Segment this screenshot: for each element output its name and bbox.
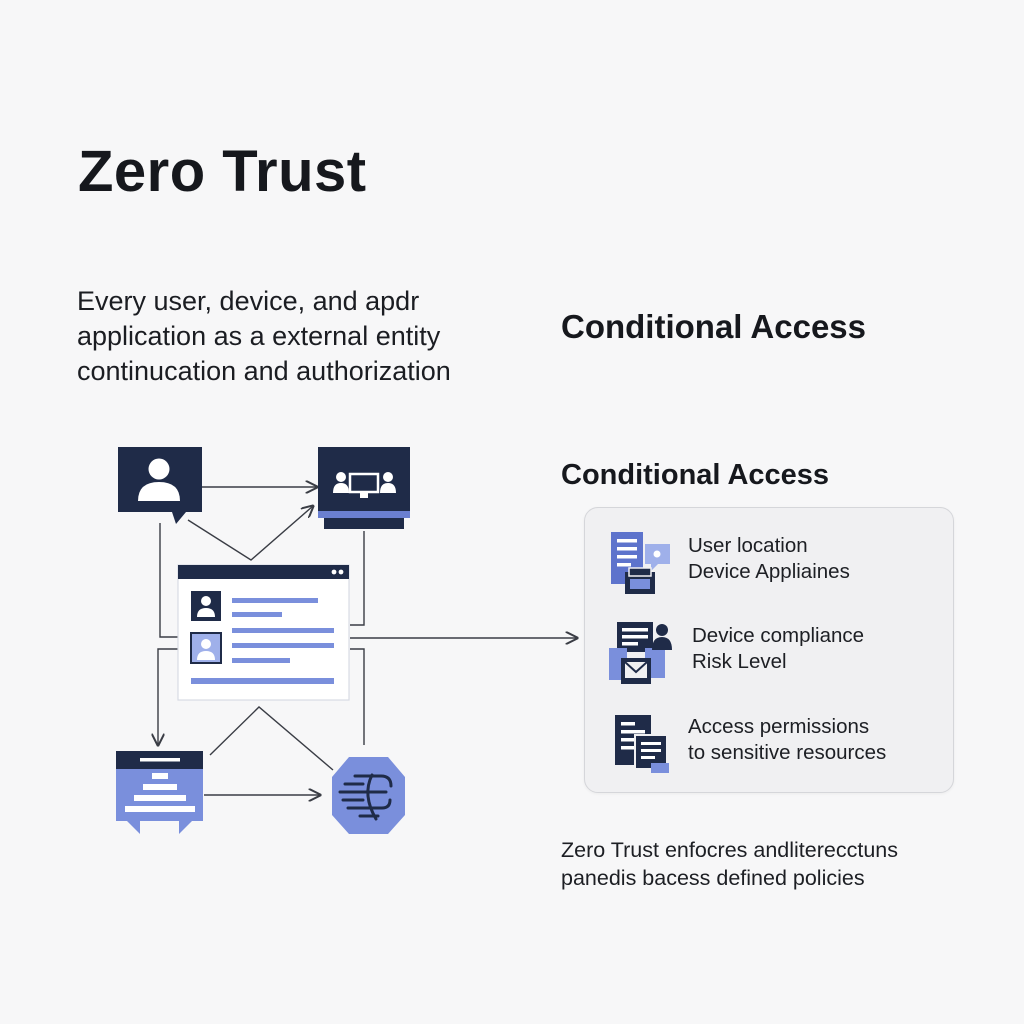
- connector-v-to-monitor: [187, 506, 313, 561]
- footer-line: Zero Trust enfocres andlitereсctuns: [561, 838, 898, 862]
- intro-text: Every user, device, and apdr application…: [77, 284, 547, 389]
- location-document-icon: [611, 532, 670, 594]
- condition-text: Device compliance Risk Level: [692, 623, 864, 675]
- conditional-access-heading: Conditional Access: [561, 459, 830, 491]
- intro-line: Every user, device, and apdr: [77, 286, 420, 316]
- monitor-users-icon: [318, 447, 410, 529]
- condition-line: to sensitive resources: [688, 741, 887, 764]
- device-compliance-icon: [609, 622, 672, 684]
- conditions-panel: User location Device Appliaines Device c…: [584, 507, 954, 793]
- footer-text: Zero Trust enfocres andlitereсctuns pane…: [561, 836, 898, 892]
- page-title: Zero Trust: [78, 139, 367, 204]
- connector-window-to-presentation: [158, 648, 178, 745]
- condition-line: Device compliance: [692, 624, 865, 647]
- diagram-connectors: [158, 487, 577, 795]
- data-flow-icon: [332, 757, 405, 834]
- permissions-document-icon: [615, 715, 669, 773]
- intro-line: continucation and authorization: [77, 356, 451, 386]
- app-window-icon: [177, 564, 350, 701]
- condition-line: Device Appliaines: [688, 560, 850, 583]
- condition-text: Access permissions to sensitive resource…: [688, 714, 886, 766]
- conditional-access-heading-large: Conditional Access: [561, 308, 867, 345]
- condition-line: Access permissions: [688, 715, 870, 738]
- condition-line: User location: [688, 534, 808, 557]
- connector-monitor-down: [350, 531, 365, 626]
- presentation-icon: [116, 751, 203, 834]
- intro-line: application as a external entity: [77, 321, 441, 351]
- footer-line: panedis bacess defined policies: [561, 866, 865, 890]
- connector-v-to-dataflow: [209, 706, 334, 771]
- user-chat-icon: [118, 447, 202, 524]
- condition-line: Risk Level: [692, 650, 787, 673]
- connector-window-right-down: [350, 648, 365, 745]
- condition-text: User location Device Appliaines: [688, 533, 850, 585]
- connector-user-down: [159, 523, 178, 638]
